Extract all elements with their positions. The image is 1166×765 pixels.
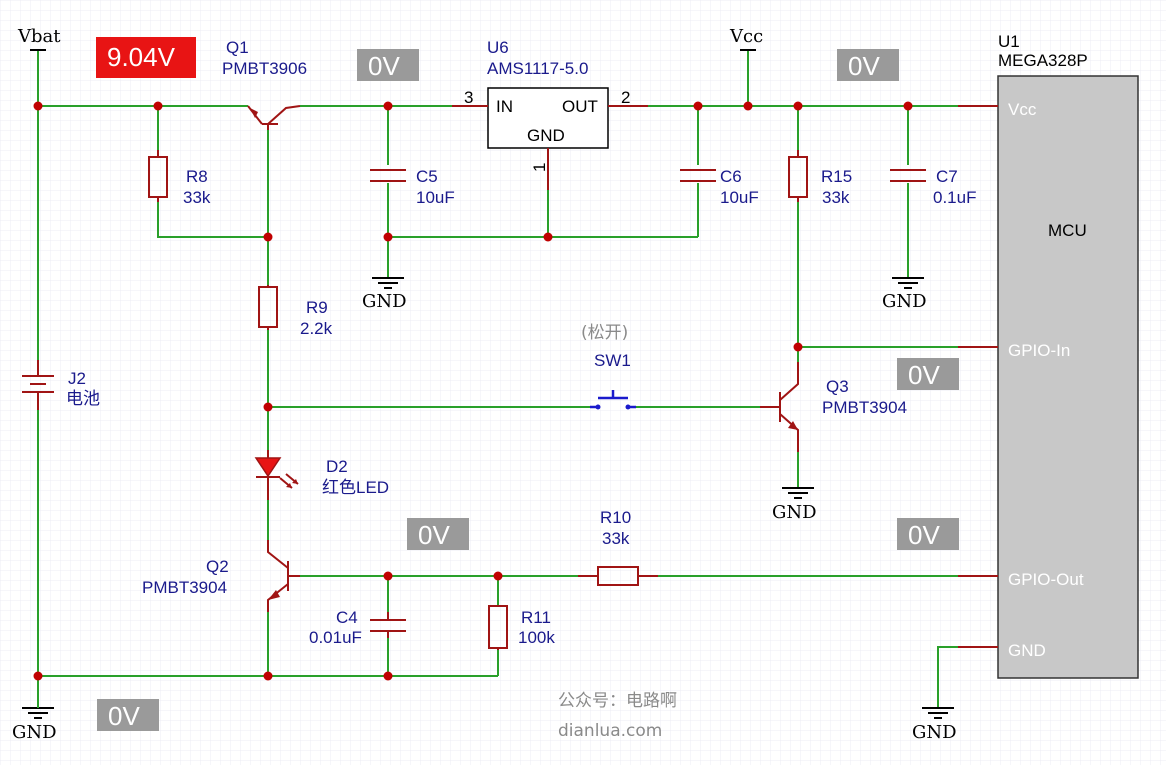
r10-ref: R10 — [600, 508, 631, 527]
r15-ref: R15 — [821, 167, 852, 186]
mcu-pin-gpio-out: GPIO-Out — [1008, 570, 1084, 589]
gnd-symbol-c5: GND — [362, 277, 407, 312]
gnd-symbol-mcu: GND — [912, 707, 957, 743]
switch-sw1: (松开) SW1 — [581, 323, 636, 410]
resistor-r8: R8 33k — [148, 150, 211, 207]
mcu-body — [997, 75, 1139, 679]
power-symbols: Vbat Vcc GND GND GND GND GND — [12, 26, 957, 743]
transistor-q1: Q1 PMBT3906 — [222, 38, 307, 130]
q1-ref: Q1 — [226, 38, 249, 57]
transistor-q3: Q3 PMBT3904 — [760, 362, 907, 452]
d2-ref: D2 — [326, 457, 348, 476]
voltage-tag-q2-base: 0V — [407, 518, 469, 550]
q3-part: PMBT3904 — [822, 398, 907, 417]
battery-j2: J2 电池 — [22, 360, 100, 410]
regulator-ref: U6 — [487, 38, 509, 57]
d2-value: 红色LED — [322, 478, 389, 497]
capacitor-c4: C4 0.01uF — [309, 608, 406, 647]
voltage-tag-ground: 0V — [97, 699, 159, 731]
r8-value: 33k — [183, 188, 211, 207]
capacitor-c5: C5 10uF — [370, 167, 455, 207]
gnd-symbol-q3: GND — [772, 487, 817, 523]
regulator-u6: U6 AMS1117-5.0 IN OUT GND 3 2 1 — [452, 38, 648, 190]
mcu-u1: U1 MEGA328P MCU Vcc GPIO-In GPIO-Out GND — [958, 32, 1139, 679]
watermark-line2: dianlua.com — [558, 721, 662, 741]
r8-ref: R8 — [186, 167, 208, 186]
voltage-tag-vbat: 9.04V — [96, 37, 196, 78]
gnd-symbol-c7: GND — [882, 277, 927, 312]
r10-value: 33k — [602, 529, 630, 548]
regulator-body — [487, 87, 609, 149]
resistor-r15: R15 33k — [788, 150, 852, 207]
regulator-pin-gnd: GND — [527, 126, 565, 145]
c4-value: 0.01uF — [309, 628, 362, 647]
q1-part: PMBT3906 — [222, 59, 307, 78]
regulator-pin1-number: 1 — [530, 163, 549, 172]
mcu-body-label: MCU — [1048, 221, 1087, 240]
resistor-r9: R9 2.2k — [258, 285, 333, 338]
gnd-symbol-left: GND — [12, 695, 57, 743]
j2-value: 电池 — [66, 389, 100, 408]
gnd-label: GND — [912, 722, 957, 743]
vcc-label: Vcc — [729, 26, 763, 47]
led-d2: D2 红色LED — [254, 450, 389, 500]
watermark-line1: 公众号：电路啊 — [558, 691, 677, 711]
gnd-label: GND — [12, 722, 57, 743]
r15-value: 33k — [822, 188, 850, 207]
svg-text:0V: 0V — [108, 701, 140, 731]
gnd-label: GND — [882, 291, 927, 312]
q2-part: PMBT3904 — [142, 578, 227, 597]
junction-dots — [33, 101, 913, 681]
c5-ref: C5 — [416, 167, 438, 186]
resistor-r11: R11 100k — [488, 605, 555, 650]
voltage-tag-q1-out: 0V — [357, 49, 419, 81]
svg-text:0V: 0V — [418, 520, 450, 550]
c4-ref: C4 — [336, 608, 358, 627]
voltage-tag-gpio-out: 0V — [897, 518, 959, 550]
capacitor-c6: C6 10uF — [680, 167, 759, 207]
wires — [37, 50, 958, 708]
c5-value: 10uF — [416, 188, 455, 207]
regulator-part: AMS1117-5.0 — [487, 59, 588, 78]
voltage-tag-vcc: 0V — [837, 49, 899, 81]
mcu-pin-gnd: GND — [1008, 641, 1046, 660]
svg-text:0V: 0V — [368, 51, 400, 81]
resistor-r10: R10 33k — [578, 508, 658, 586]
mcu-pin-vcc: Vcc — [1008, 100, 1037, 119]
capacitor-c7: C7 0.1uF — [890, 167, 976, 207]
q3-ref: Q3 — [826, 377, 849, 396]
r9-ref: R9 — [306, 298, 328, 317]
c7-ref: C7 — [936, 167, 958, 186]
mcu-pin-gpio-in: GPIO-In — [1008, 341, 1070, 360]
c7-value: 0.1uF — [933, 188, 976, 207]
voltage-tag-gpio-in: 0V — [897, 358, 959, 390]
gnd-label: GND — [362, 291, 407, 312]
svg-text:9.04V: 9.04V — [107, 42, 176, 72]
regulator-pin-in: IN — [496, 97, 513, 116]
sw1-ref: SW1 — [594, 351, 631, 370]
j2-ref: J2 — [68, 369, 86, 388]
mcu-part: MEGA328P — [998, 51, 1088, 70]
svg-text:0V: 0V — [848, 51, 880, 81]
c6-value: 10uF — [720, 188, 759, 207]
regulator-pin-out: OUT — [562, 97, 598, 116]
gnd-label: GND — [772, 502, 817, 523]
svg-text:0V: 0V — [908, 360, 940, 390]
svg-text:0V: 0V — [908, 520, 940, 550]
q2-ref: Q2 — [206, 557, 229, 576]
vbat-label: Vbat — [17, 26, 61, 47]
r11-value: 100k — [518, 628, 555, 647]
transistor-q2: Q2 PMBT3904 — [142, 540, 300, 612]
mcu-ref: U1 — [998, 32, 1020, 51]
r9-value: 2.2k — [300, 319, 333, 338]
sw1-state: (松开) — [581, 323, 628, 343]
c6-ref: C6 — [720, 167, 742, 186]
regulator-pin3-number: 3 — [464, 88, 473, 107]
regulator-pin2-number: 2 — [621, 88, 630, 107]
r11-ref: R11 — [521, 608, 551, 627]
